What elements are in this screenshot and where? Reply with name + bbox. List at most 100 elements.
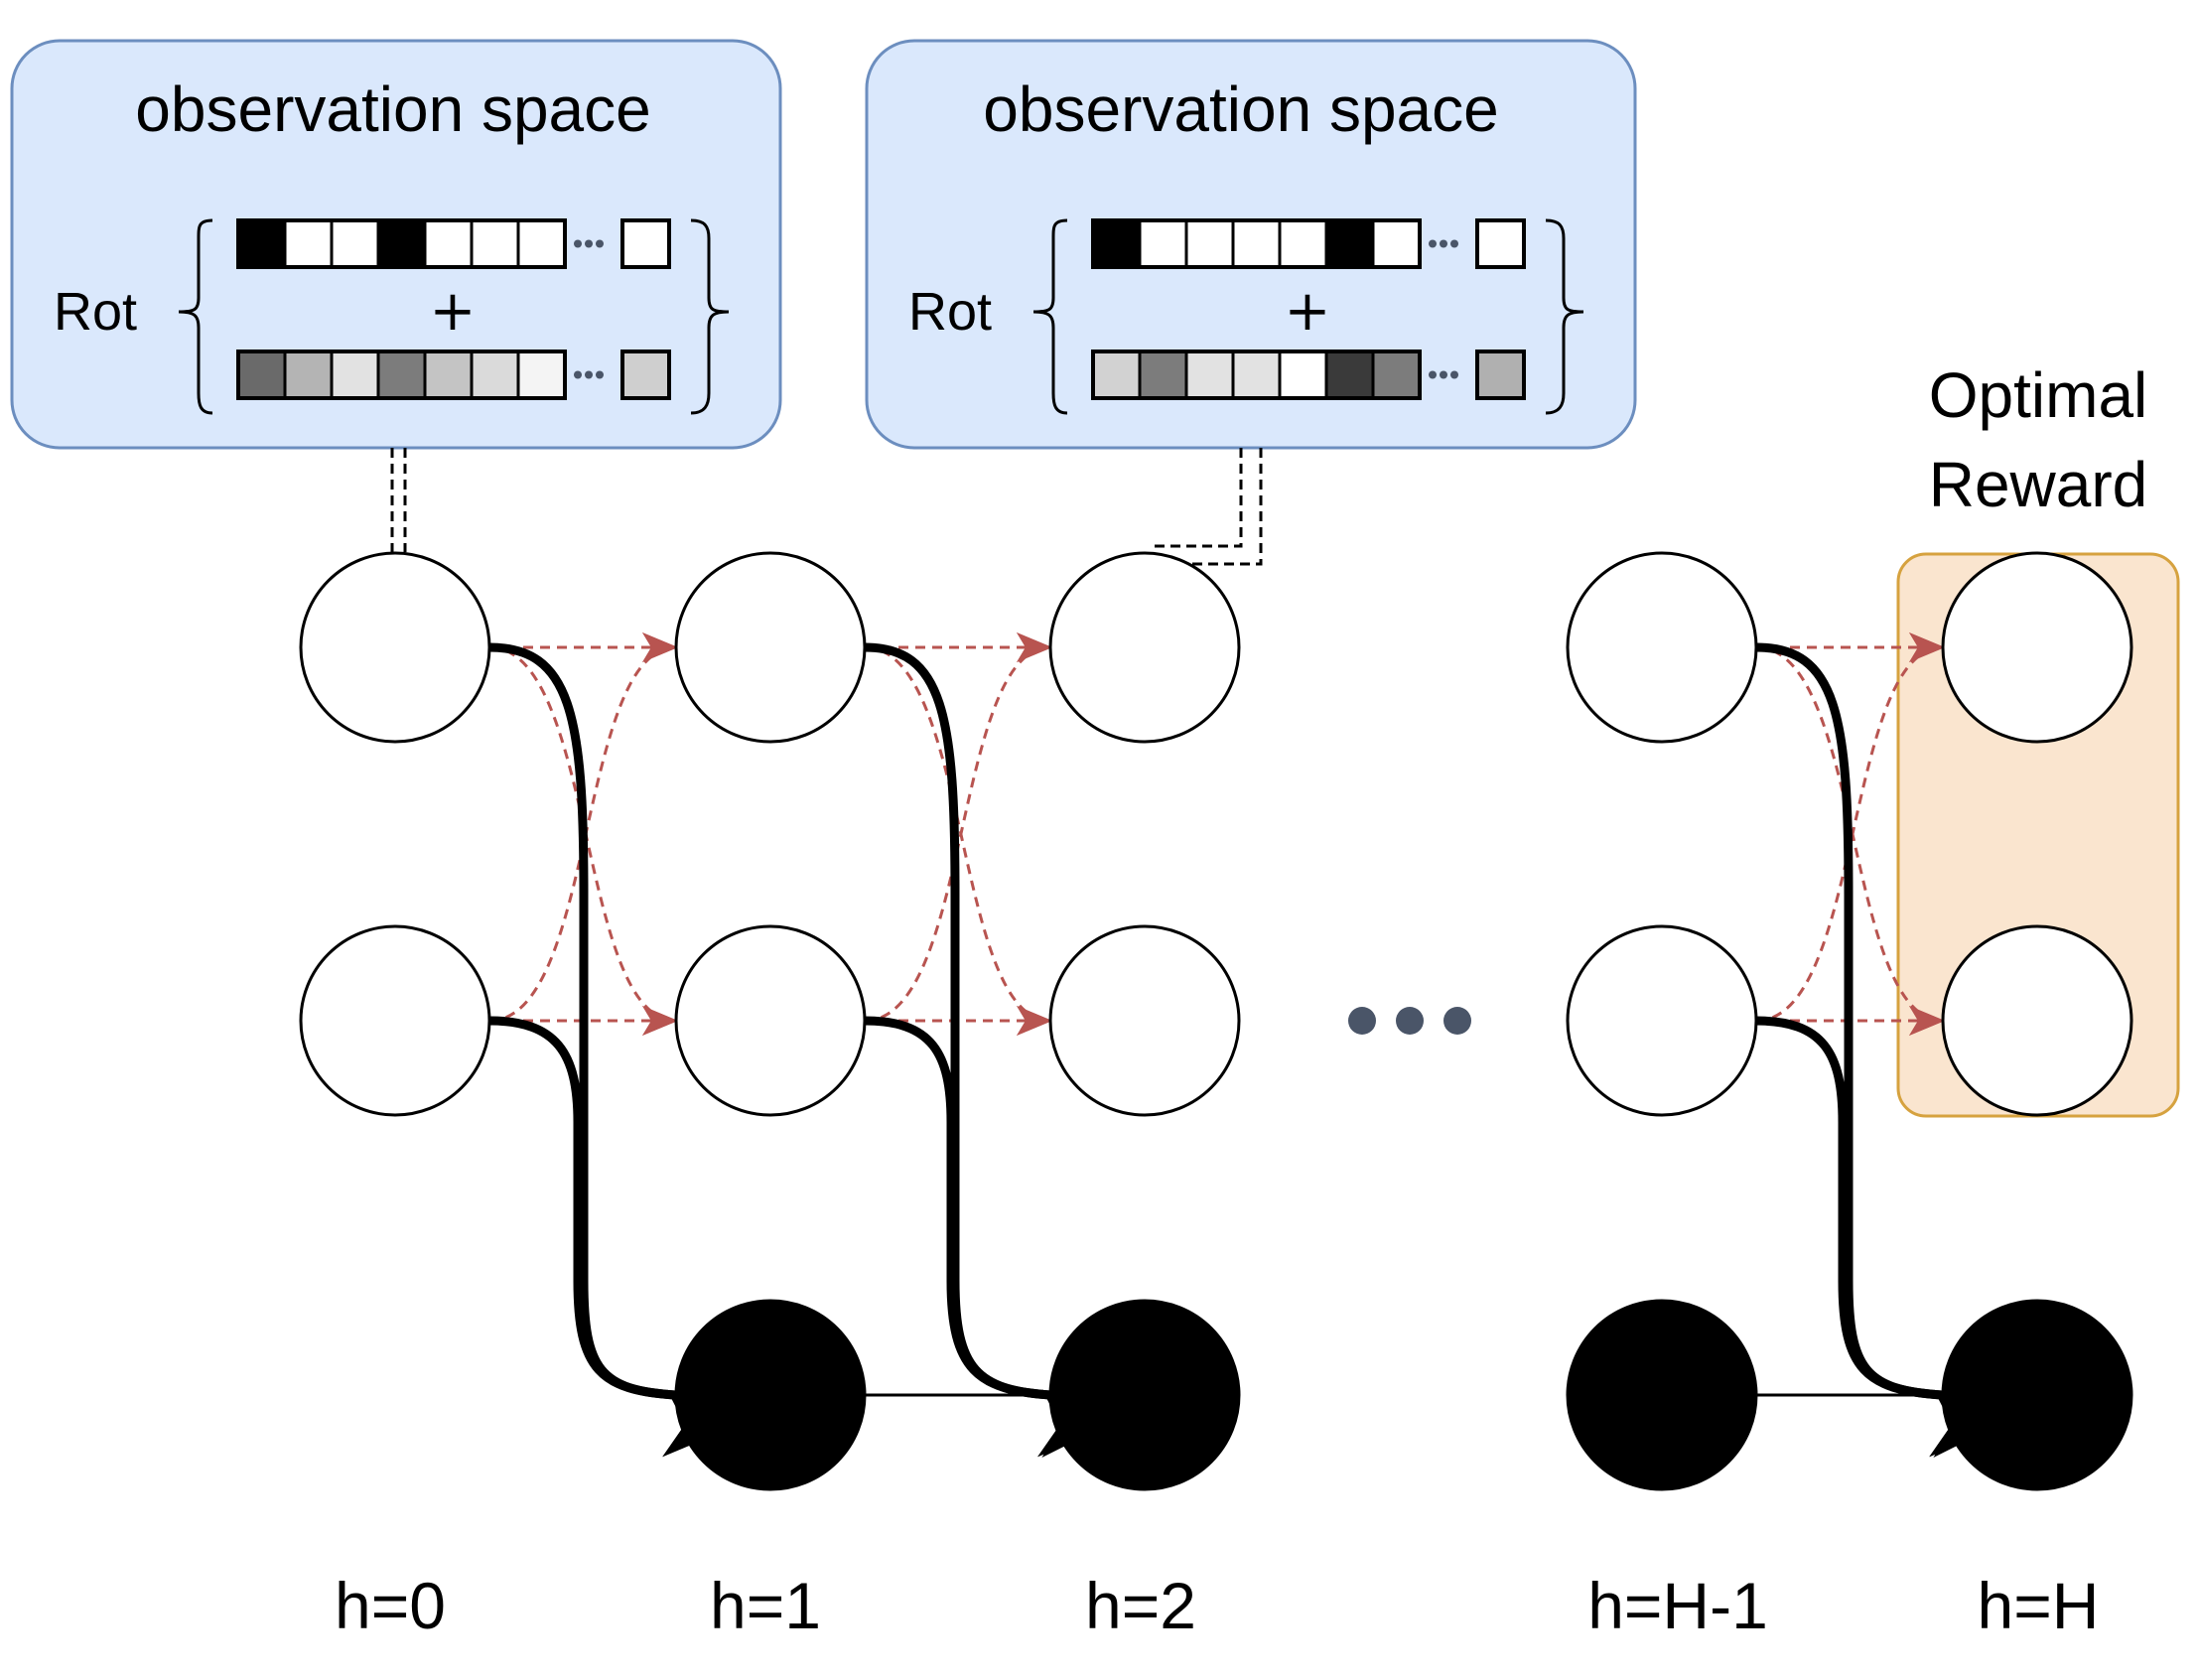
observation-cell — [1231, 350, 1282, 400]
state-hH-bottom — [1941, 924, 2133, 1117]
continuation-dot — [574, 370, 582, 379]
ellipsis — [1348, 1007, 1471, 1035]
observation-cell — [330, 350, 380, 400]
absorbing-transition — [488, 1016, 733, 1458]
observation-cell — [376, 218, 427, 269]
state-hH-1-absorbing — [1566, 1299, 1758, 1491]
state-hH-1-bottom — [1566, 924, 1758, 1117]
observation-cell-last — [1475, 350, 1526, 400]
observation-box-1-left-brace — [1032, 218, 1068, 415]
dashed-transition — [864, 632, 1052, 1023]
observation-box-0-right-brace — [690, 218, 730, 415]
step-label-h1: h=1 — [710, 1569, 821, 1642]
state-h0-top — [299, 551, 491, 744]
observation-cell — [330, 218, 380, 269]
observation-cell — [1091, 218, 1142, 269]
observation-cell — [283, 218, 334, 269]
continuation-dot — [1440, 370, 1447, 379]
observation-row-border — [1091, 350, 1422, 400]
continuation-dot — [1440, 239, 1447, 248]
observation-cell — [376, 350, 427, 400]
observation-box-0-title: observation space — [135, 73, 650, 145]
observation-cell — [1371, 350, 1422, 400]
observation-cell — [470, 218, 520, 269]
dashed-transition — [1755, 632, 1945, 1023]
absorbing-transition — [864, 1016, 1108, 1458]
observation-cell — [1278, 218, 1328, 269]
step-label-h2: h=2 — [1085, 1569, 1196, 1642]
absorbing-transitions — [488, 642, 1999, 1458]
optimal-reward-label-line1: Optimal — [1929, 359, 2148, 431]
state-h2-absorbing — [1048, 1299, 1241, 1491]
continuation-dot — [1429, 239, 1437, 248]
observation-box-1-title: observation space — [983, 73, 1498, 145]
observation-cell — [1371, 218, 1422, 269]
observation-row-border — [1091, 218, 1422, 269]
states — [299, 551, 2133, 1491]
observation-box-1-plus: + — [1285, 279, 1331, 344]
observation-cell — [516, 350, 567, 400]
observation-cell — [1138, 218, 1188, 269]
observation-box-1-bottom-row — [1091, 350, 1526, 400]
observation-cell — [1138, 350, 1188, 400]
observation-box-1-right-brace — [1545, 218, 1584, 415]
continuation-dot — [596, 370, 604, 379]
observation-box-0: observation space Rot + — [10, 39, 782, 450]
observation-cell — [423, 350, 474, 400]
state-hH-top — [1941, 551, 2133, 744]
observation-cell — [1324, 218, 1375, 269]
observation-row-border — [236, 218, 567, 269]
observation-cell — [236, 350, 287, 400]
step-label-hH: h=H — [1978, 1569, 2100, 1642]
state-h1-bottom — [674, 924, 867, 1117]
observation-cell — [1278, 350, 1328, 400]
observation-box-0-top-row — [236, 218, 671, 269]
observation-box-0-plus: + — [430, 279, 477, 344]
step-label-h0: h=0 — [335, 1569, 446, 1642]
continuation-dot — [1450, 370, 1458, 379]
optimal-reward-label-line2: Reward — [1929, 449, 2148, 520]
observation-cell — [1184, 218, 1235, 269]
observation-cell — [516, 218, 567, 269]
observation-cell — [470, 350, 520, 400]
state-hH-1-top — [1566, 551, 1758, 744]
continuation-dot — [1450, 239, 1458, 248]
observation-box-0-left-brace — [178, 218, 213, 415]
observation-cell-last — [620, 218, 671, 269]
observation-link-1 — [1150, 448, 1263, 566]
observation-cell — [1091, 350, 1142, 400]
continuation-dot — [1429, 370, 1437, 379]
ellipsis-dot — [1443, 1007, 1471, 1035]
observation-cell — [423, 218, 474, 269]
continuation-dot — [574, 239, 582, 248]
observation-row-border — [236, 350, 567, 400]
observation-cell — [283, 350, 334, 400]
observation-box-1-rot-label: Rot — [908, 282, 992, 342]
state-h1-absorbing — [674, 1299, 867, 1491]
continuation-dot — [585, 239, 593, 248]
observation-box-0-bottom-row — [236, 350, 671, 400]
observation-cell — [1184, 350, 1235, 400]
observation-cell-last — [620, 350, 671, 400]
observation-box-0-rot-label: Rot — [54, 282, 137, 342]
state-h1-top — [674, 551, 867, 744]
step-labels: h=0 h=1 h=2 h=H-1 h=H — [335, 1569, 2099, 1642]
state-h0-bottom — [299, 924, 491, 1117]
observation-cell-last — [1475, 218, 1526, 269]
observation-cell — [1231, 218, 1282, 269]
state-h2-bottom — [1048, 924, 1241, 1117]
state-hH-absorbing — [1941, 1299, 2133, 1491]
continuation-dot — [585, 370, 593, 379]
state-h2-top — [1048, 551, 1241, 744]
absorbing-transition — [1755, 1016, 1999, 1458]
continuation-dot — [596, 239, 604, 248]
ellipsis-dot — [1348, 1007, 1376, 1035]
observation-box-1-top-row — [1091, 218, 1526, 269]
observation-box-1: observation space Rot + — [865, 39, 1637, 450]
observation-cell — [236, 218, 287, 269]
observation-link-0 — [390, 448, 407, 552]
step-label-hH-1: h=H-1 — [1587, 1569, 1768, 1642]
ellipsis-dot — [1396, 1007, 1424, 1035]
observation-cell — [1324, 350, 1375, 400]
